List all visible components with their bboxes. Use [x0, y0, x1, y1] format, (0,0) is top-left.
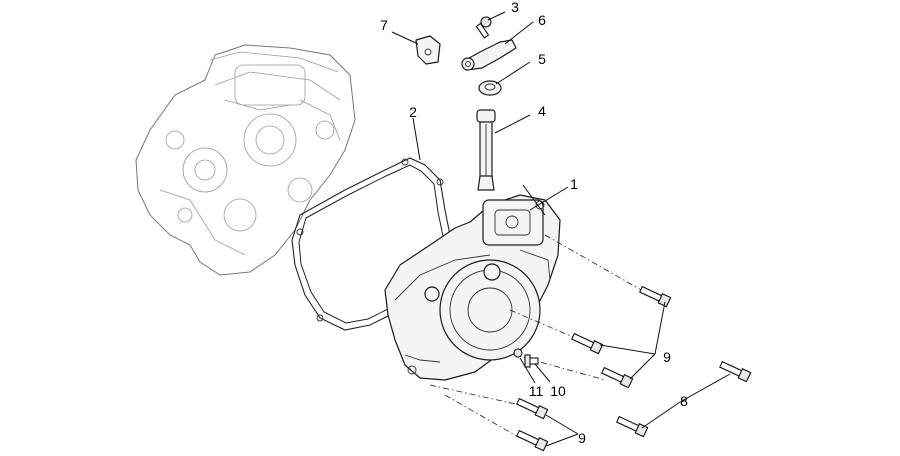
- callout-2: 2: [409, 104, 417, 120]
- bolt: [639, 285, 672, 308]
- generator-cover: [384, 194, 561, 381]
- callout-4: 4: [538, 103, 546, 119]
- callout-6: 6: [538, 12, 546, 28]
- plug: [524, 354, 539, 368]
- callout-11: 11: [529, 383, 544, 399]
- bolt: [601, 366, 634, 389]
- callout-9-lower: 9: [578, 430, 586, 446]
- washer: [513, 348, 523, 358]
- bolt: [719, 360, 752, 383]
- bolt: [516, 397, 549, 420]
- bolt: [571, 332, 604, 355]
- callout-5: 5: [538, 51, 546, 67]
- crankcase: [135, 44, 356, 276]
- callout-1: 1: [570, 176, 578, 192]
- shaft: [476, 109, 496, 191]
- callout-10: 10: [550, 383, 566, 399]
- callout-8: 8: [680, 393, 688, 409]
- seal-ring: [478, 80, 502, 96]
- callout-3: 3: [511, 0, 519, 15]
- bolt: [516, 429, 549, 452]
- leader-lines: [391, 11, 731, 447]
- callout-7: 7: [380, 17, 388, 33]
- bracket: [415, 35, 441, 65]
- lever: [461, 39, 517, 71]
- bolt: [616, 415, 649, 438]
- callout-9-upper: 9: [663, 349, 671, 365]
